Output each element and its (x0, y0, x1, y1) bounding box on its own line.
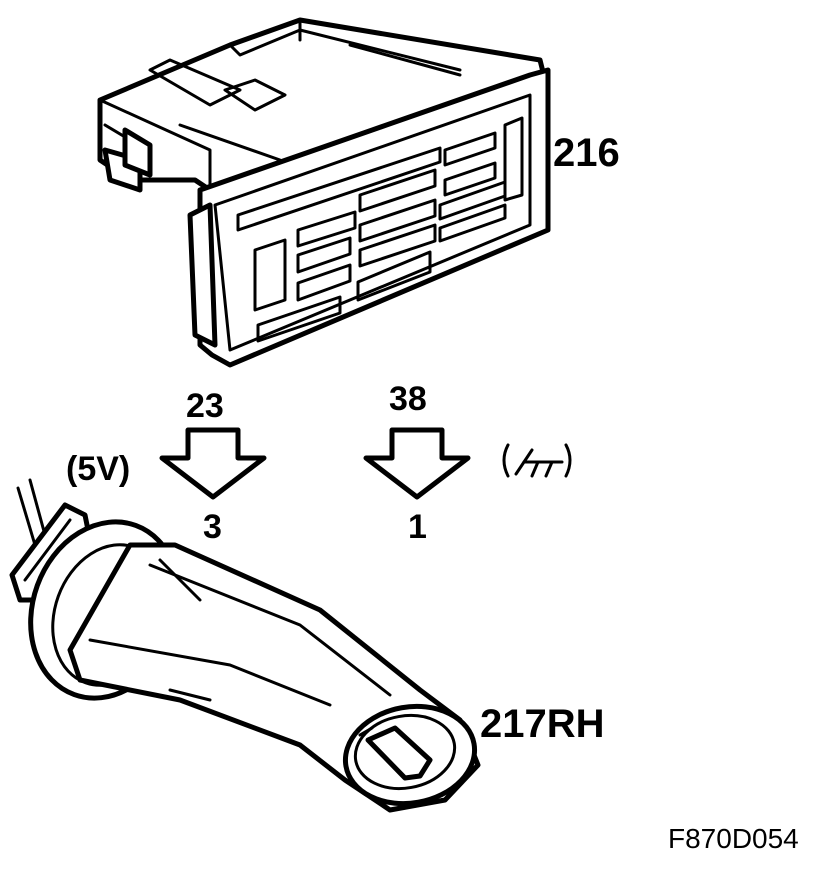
temperature-sensor (9, 478, 481, 813)
label-pin-right-bottom: 1 (408, 508, 427, 546)
right-down-arrow-icon (363, 427, 471, 500)
label-sensor: 217RH (480, 702, 605, 746)
label-pin-left-top: 23 (186, 387, 224, 425)
left-down-arrow-icon (159, 427, 267, 500)
figure-code: F870D054 (668, 823, 799, 854)
label-pin-right-top: 38 (389, 380, 427, 418)
label-control-unit: 216 (553, 131, 620, 175)
climate-control-unit (97, 17, 551, 368)
ground-symbol-icon (502, 443, 572, 478)
label-voltage: (5V) (66, 450, 130, 488)
label-pin-left-bottom: 3 (203, 508, 222, 546)
